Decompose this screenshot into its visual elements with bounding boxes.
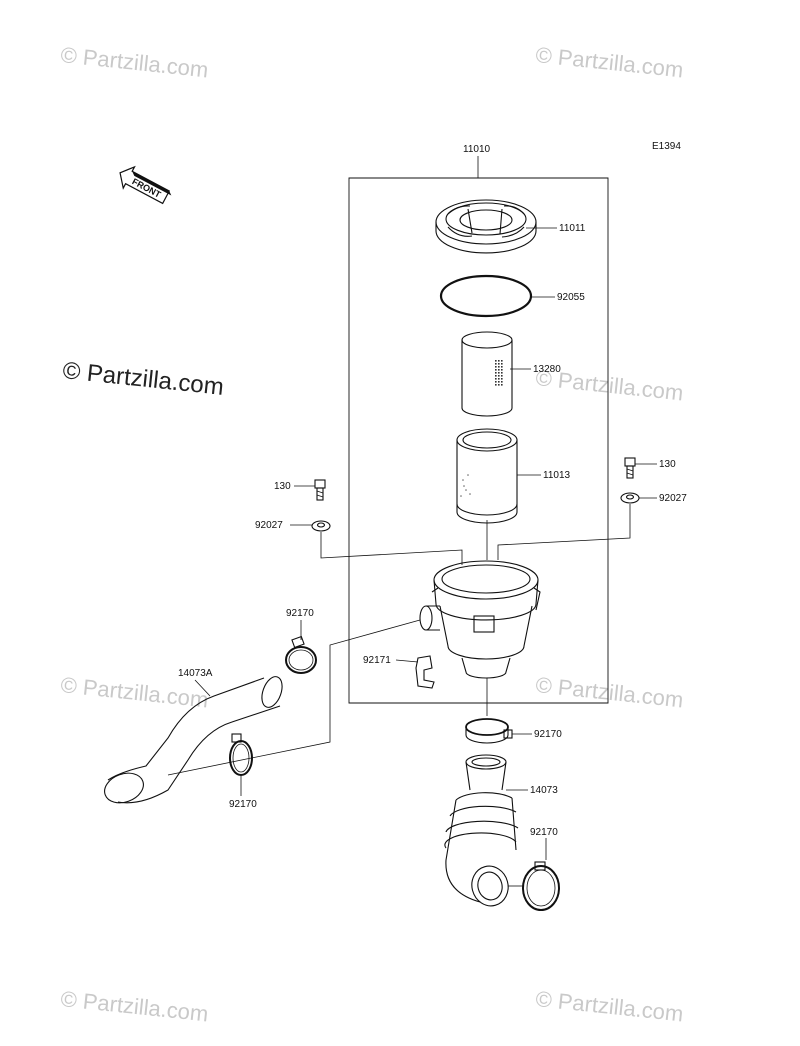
bolt-left: [314, 479, 326, 501]
inner-element: [461, 331, 513, 417]
duct-right: [444, 754, 519, 907]
clamp-center: [465, 718, 513, 744]
air-cleaner-cover: [435, 199, 537, 254]
clamp-lower-right: [522, 861, 560, 911]
watermark-bottom-left: © Partzilla.com: [59, 986, 209, 1026]
label-92170-upper-left: 92170: [286, 608, 314, 619]
label-14073: 14073: [530, 785, 558, 796]
label-130-right: 130: [659, 459, 676, 470]
air-cleaner-housing: [419, 560, 541, 679]
watermark-main: © Partzilla.com: [61, 357, 225, 401]
assembly-bracket: [348, 177, 609, 704]
clip: [415, 655, 435, 689]
washer-right: [620, 492, 640, 504]
leader-14073A: [194, 679, 211, 697]
label-92171: 92171: [363, 655, 391, 666]
clamp-lower-left: [229, 733, 253, 776]
connector-right-bolt: [497, 504, 631, 560]
outer-element: [456, 428, 518, 524]
label-92055: 92055: [557, 292, 585, 303]
duct-left: [104, 676, 283, 804]
label-92027-right: 92027: [659, 493, 687, 504]
diagram-code: E1394: [652, 141, 681, 152]
label-11013: 11013: [543, 470, 571, 481]
front-arrow: FRONT: [119, 165, 172, 205]
leader-92171: [395, 659, 419, 663]
label-130-left: 130: [274, 481, 291, 492]
label-14073A: 14073A: [178, 668, 213, 679]
o-ring: [439, 274, 533, 318]
washer-left: [311, 520, 331, 532]
watermark-lower-right: © Partzilla.com: [534, 672, 684, 712]
bolt-right: [624, 457, 636, 479]
label-13280: 13280: [533, 364, 561, 375]
label-92170-lower-right: 92170: [530, 827, 558, 838]
label-92170-lower-left: 92170: [229, 799, 257, 810]
clamp-upper-left: [285, 635, 317, 674]
label-11011: 11011: [559, 223, 586, 234]
watermark-top-left: © Partzilla.com: [59, 42, 209, 82]
watermark-bottom-right: © Partzilla.com: [534, 986, 684, 1026]
watermark-top-right: © Partzilla.com: [534, 42, 684, 82]
label-11010: 11010: [463, 144, 491, 155]
label-92027-left: 92027: [255, 520, 283, 531]
connector-left-bolt: [320, 532, 463, 565]
label-92170-center: 92170: [534, 729, 562, 740]
